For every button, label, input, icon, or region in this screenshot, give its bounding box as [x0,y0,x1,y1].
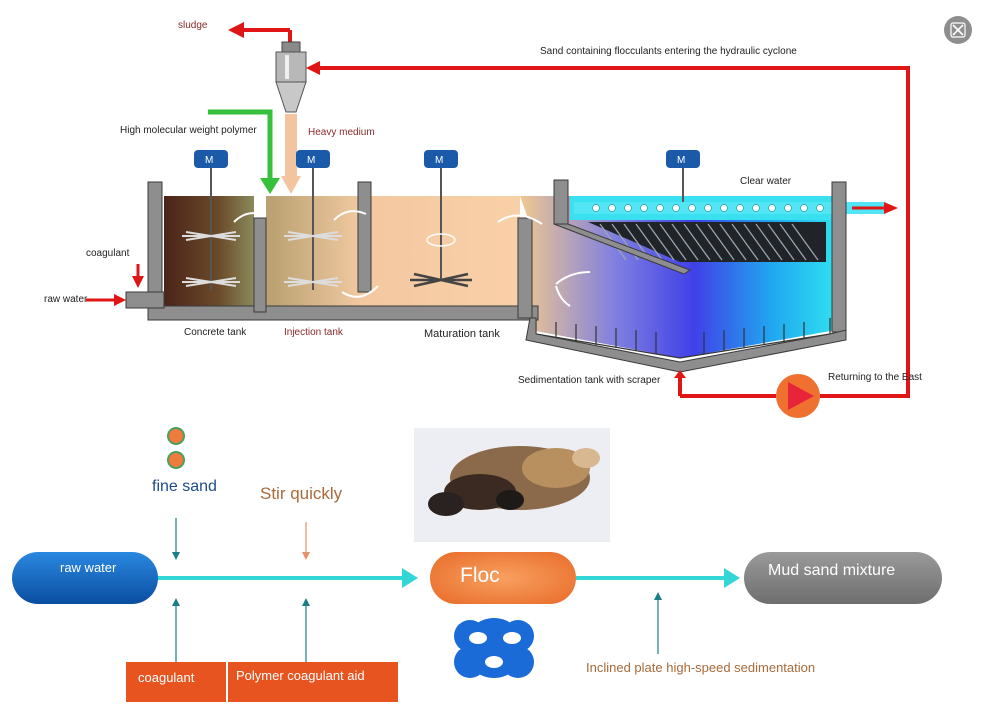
hydrocyclone-inlet-arrow [306,61,320,75]
agitator-2 [284,150,342,290]
polymer-coagulant-aid-box: Polymer coagulant aid [228,662,398,702]
return-pump [776,374,820,418]
flow-arrowhead-1 [402,568,418,588]
floc-photo [414,428,610,542]
coagulant-inlet-arrow [132,276,144,288]
returning-label: Returning to the East [828,372,922,383]
agitator-4 [666,150,700,202]
coagulant-box: coagulant [126,662,226,702]
sludge-label: sludge [178,20,208,31]
fine-sand-label: fine sand [152,478,217,495]
raw-water-label: raw water [44,294,88,305]
feed-arrows [172,518,662,662]
hydrocyclone [275,41,307,113]
injection-tank-label: Injection tank [284,327,343,338]
tank-walls [125,179,847,373]
raw-water-node-label: raw water [60,560,117,575]
mud-sand-mixture-node: Mud sand mixture [744,552,942,604]
floc-cluster-icon [454,618,534,678]
agitator-1 [182,150,240,290]
coagulant-box-label: coagulant [138,670,195,685]
coagulant-label: coagulant [86,248,130,259]
concrete-tank-water [164,196,254,308]
agitator-3 [410,150,472,288]
polymer-arrow [260,178,280,194]
motor-label-3: M [435,155,443,166]
maturation-tank-label: Maturation tank [424,328,500,340]
clear-water-arrow [884,202,898,214]
heavy-medium-arrow [281,176,301,194]
heavy-medium-pipe [285,114,297,178]
motor-label-2: M [307,155,315,166]
polymer-pipe [208,109,273,182]
clear-water-label: Clear water [740,176,792,187]
hydrocyclone-return-label: Sand containing flocculants entering the… [540,46,797,57]
return-pipe [318,66,910,398]
motor-label-1: M [205,155,213,166]
polymer-label: High molecular weight polymer [120,125,257,136]
stir-quickly-label: Stir quickly [260,484,343,503]
expand-collapse-icon[interactable] [944,16,972,44]
heavy-medium-label: Heavy medium [308,127,375,138]
motor-labels: M M M M [205,155,685,166]
floc-node: Floc [430,552,576,604]
sedimentation-tank-label: Sedimentation tank with scraper [518,375,661,386]
clear-water-pipe [574,202,884,214]
mud-sand-mixture-label: Mud sand mixture [768,562,896,579]
concrete-tank-label: Concrete tank [184,327,247,338]
polymer-coagulant-aid-label: Polymer coagulant aid [236,668,365,683]
collection-holes [592,204,824,212]
floc-node-label: Floc [460,564,500,587]
raw-water-inlet-arrow [114,294,126,306]
raw-water-node: raw water [12,552,158,604]
return-pipe-arrow [674,370,686,378]
fine-sand-icon [167,427,185,469]
sludge-arrow [228,22,244,38]
flow-swirls [233,210,591,307]
flow-arrowhead-2 [724,568,740,588]
inclined-plate-label: Inclined plate high-speed sedimentation [586,660,816,675]
motor-label-4: M [677,155,685,166]
